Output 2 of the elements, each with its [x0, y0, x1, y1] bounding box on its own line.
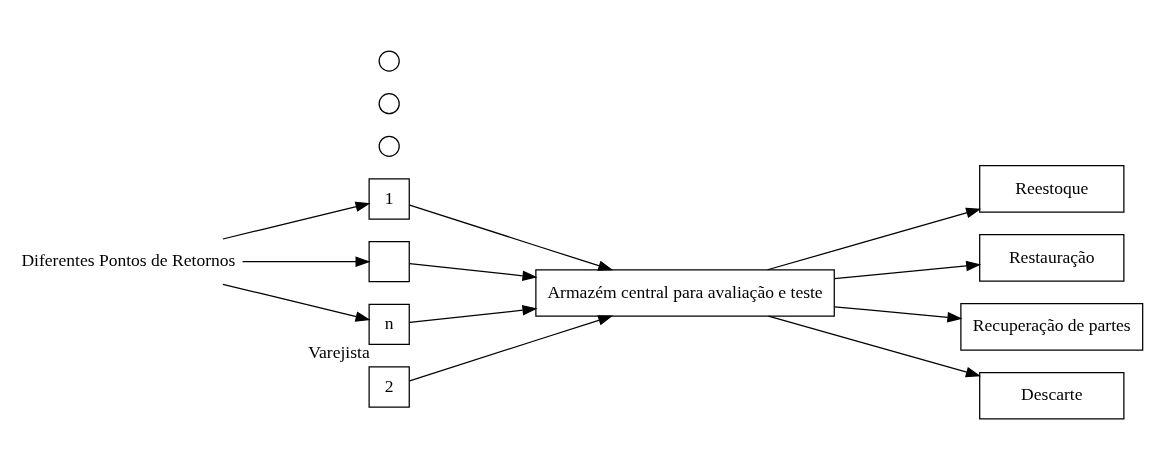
node-text: Diferentes Pontos de Retornos	[21, 249, 236, 270]
node-label: Varejista	[308, 341, 370, 362]
